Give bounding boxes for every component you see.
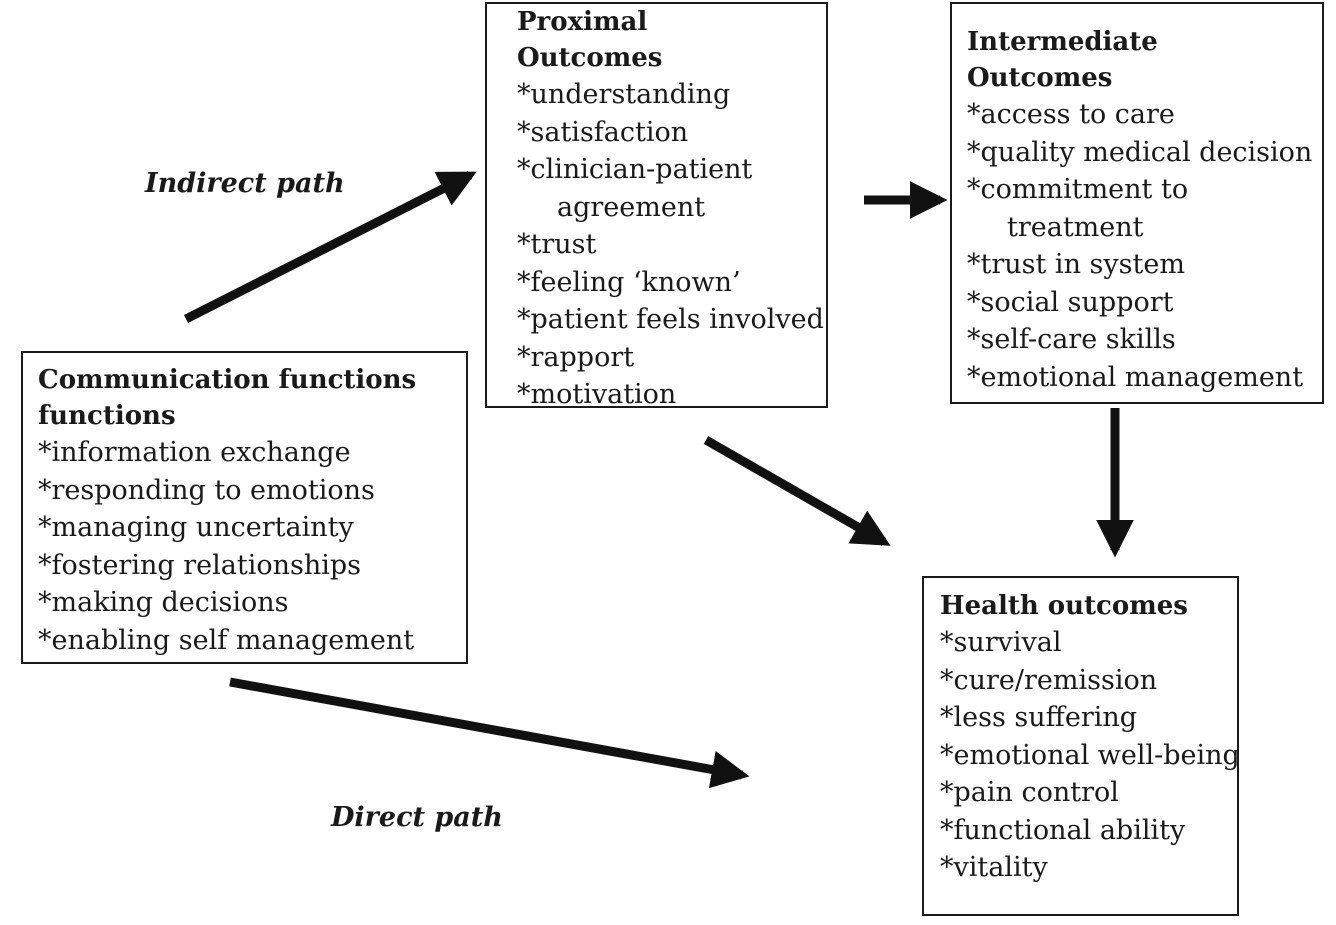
communication-functions-title-line2: functions	[38, 401, 176, 431]
list-item: *fostering relationships	[38, 549, 361, 581]
list-item: *managing uncertainty	[38, 512, 354, 543]
health-outcomes-title: Health outcomes	[940, 591, 1188, 621]
list-item: *self-care skills	[967, 324, 1176, 355]
proximal-to-health-arrow	[703, 436, 891, 546]
direct-path-label: Direct path	[331, 802, 503, 833]
list-item: *feeling ‘known’	[517, 266, 741, 298]
intermediate-outcomes-title-line1: Intermediate	[967, 27, 1158, 57]
list-item: *emotional well-being	[940, 739, 1240, 771]
list-item: *quality medical decision	[967, 136, 1313, 168]
list-item: *making decisions	[38, 587, 289, 618]
list-item: *clinician-patient	[517, 154, 753, 185]
list-item: *understanding	[517, 79, 731, 110]
list-item: *enabling self management	[38, 624, 415, 656]
proximal-outcomes-box: Proximal Outcomes *understanding *satisf…	[485, 2, 828, 410]
health-outcomes-box: Health outcomes *survival *cure/remissio…	[922, 576, 1240, 916]
list-item: *functional ability	[940, 814, 1186, 846]
intermediate-outcomes-title-line2: Outcomes	[967, 63, 1113, 93]
list-item: *vitality	[940, 852, 1048, 883]
list-item: *rapport	[517, 341, 635, 373]
list-item: treatment	[1007, 211, 1144, 243]
list-item: agreement	[557, 191, 706, 223]
indirect-path-arrow	[183, 170, 477, 324]
list-item: *social support	[967, 286, 1174, 318]
list-item: *motivation	[517, 379, 677, 410]
communication-functions-box: Communication functions functions *infor…	[21, 351, 468, 664]
communication-functions-title-line1: Communication functions	[38, 365, 417, 395]
list-item: *commitment to	[967, 174, 1189, 205]
list-item: *satisfaction	[517, 116, 689, 148]
list-item: *patient feels involved	[517, 304, 824, 335]
list-item: *trust in system	[967, 249, 1185, 280]
list-item: *pain control	[940, 777, 1119, 808]
list-item: *responding to emotions	[38, 474, 375, 506]
proximal-outcomes-title-line2: Outcomes	[517, 43, 663, 73]
list-item: *less suffering	[940, 702, 1138, 733]
list-item: *cure/remission	[940, 664, 1158, 696]
list-item: *access to care	[967, 99, 1175, 130]
proximal-outcomes-title-line1: Proximal	[517, 7, 648, 37]
list-item: *survival	[940, 627, 1062, 658]
list-item: *information exchange	[38, 437, 351, 468]
intermediate-outcomes-box: Intermediate Outcomes *access to care *q…	[950, 2, 1324, 404]
list-item: *emotional management	[967, 361, 1304, 393]
list-item: *trust	[517, 229, 597, 260]
direct-path-arrow	[229, 677, 750, 789]
indirect-path-label: Indirect path	[145, 168, 345, 199]
